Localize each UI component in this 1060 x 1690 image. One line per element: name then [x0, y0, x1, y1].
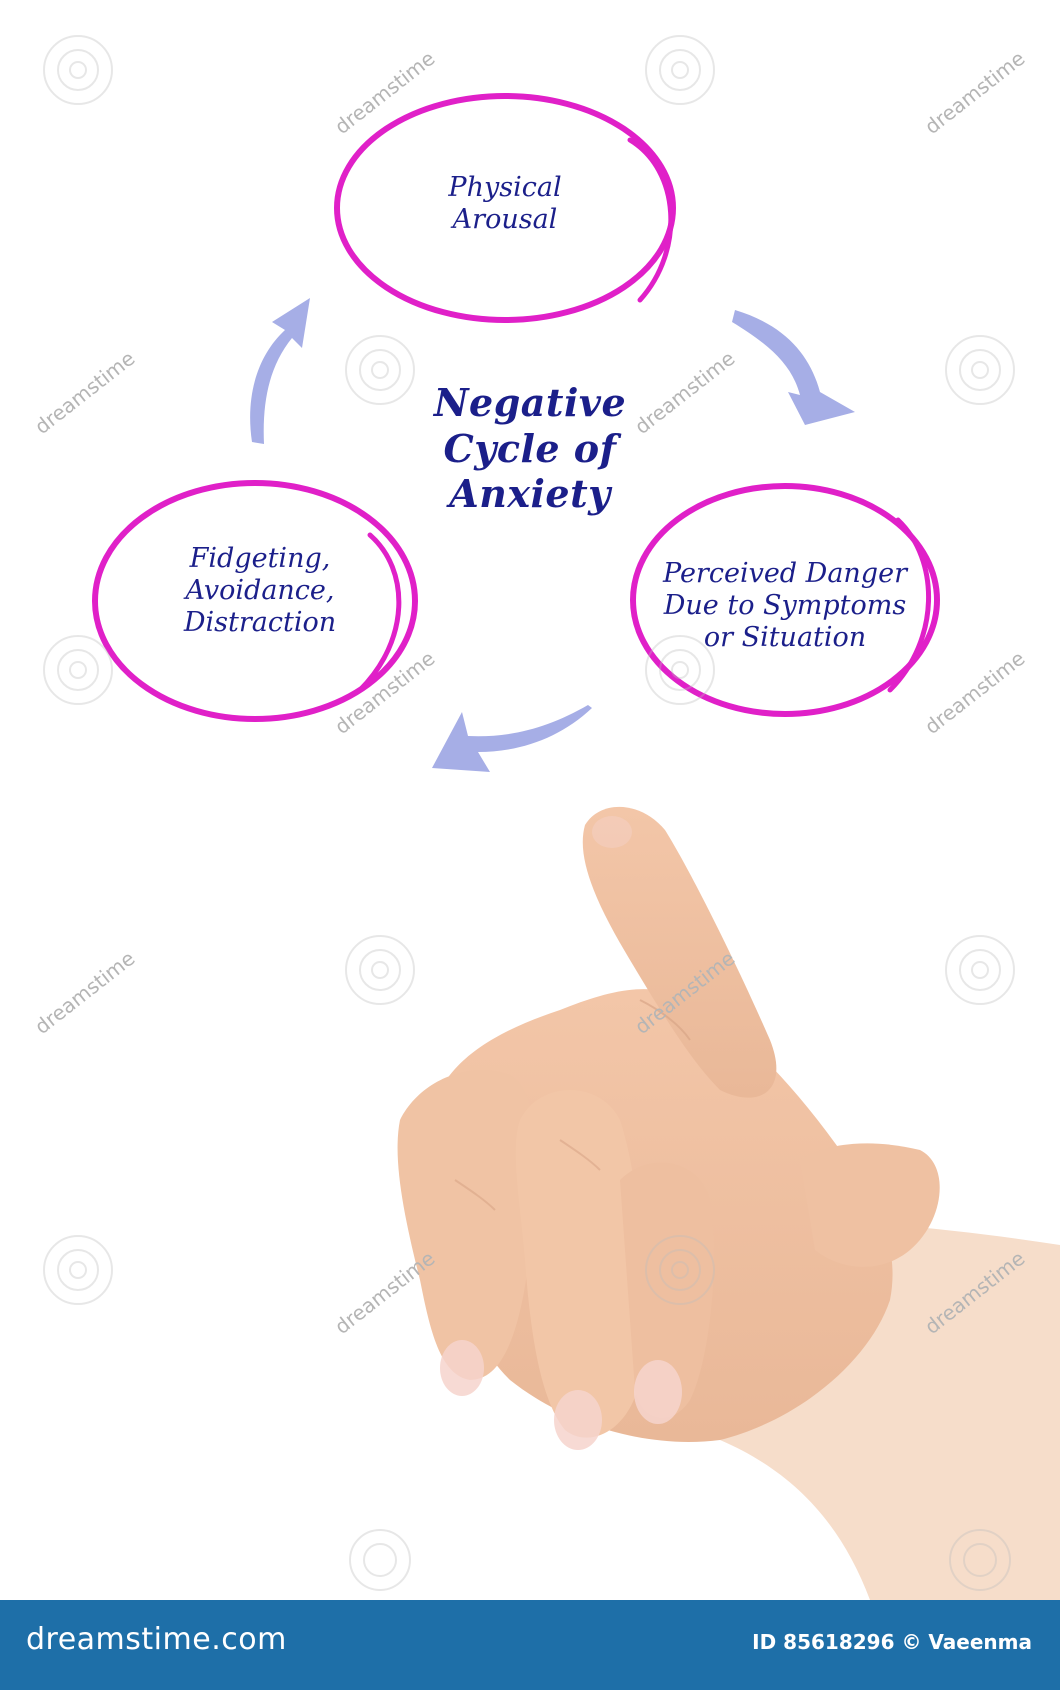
footer-brand[interactable]: dreamstime.com	[26, 1622, 287, 1657]
pointing-hand	[398, 807, 1060, 1600]
title-line: Negative	[400, 380, 660, 426]
node-perceived-danger: Perceived Danger Due to Symptoms or Situ…	[625, 558, 945, 654]
footer-bar: dreamstime.com ID 85618296 © Vaeenma	[0, 1600, 1060, 1690]
title-line: Cycle of	[400, 426, 660, 472]
node-physical-arousal: Physical Arousal	[405, 172, 605, 236]
node-line: Distraction	[130, 607, 390, 639]
arrow-left	[250, 298, 310, 444]
title-line: Anxiety	[400, 471, 660, 517]
node-line: Due to Symptoms	[625, 590, 945, 622]
footer-credit: ID 85618296 © Vaeenma	[752, 1630, 1032, 1654]
node-line: Arousal	[405, 204, 605, 236]
arrow-top-right	[732, 310, 855, 425]
node-line: Fidgeting,	[130, 543, 390, 575]
arrow-bottom	[432, 705, 592, 772]
node-line: Perceived Danger	[625, 558, 945, 590]
node-line: or Situation	[625, 622, 945, 654]
diagram-graphics	[0, 0, 1060, 1600]
node-line: Avoidance,	[130, 575, 390, 607]
diagram-title: Negative Cycle of Anxiety	[400, 380, 660, 517]
diagram-canvas: dreamstime dreamstime dreamstime dreamst…	[0, 0, 1060, 1600]
node-fidgeting: Fidgeting, Avoidance, Distraction	[130, 543, 390, 639]
node-line: Physical	[405, 172, 605, 204]
